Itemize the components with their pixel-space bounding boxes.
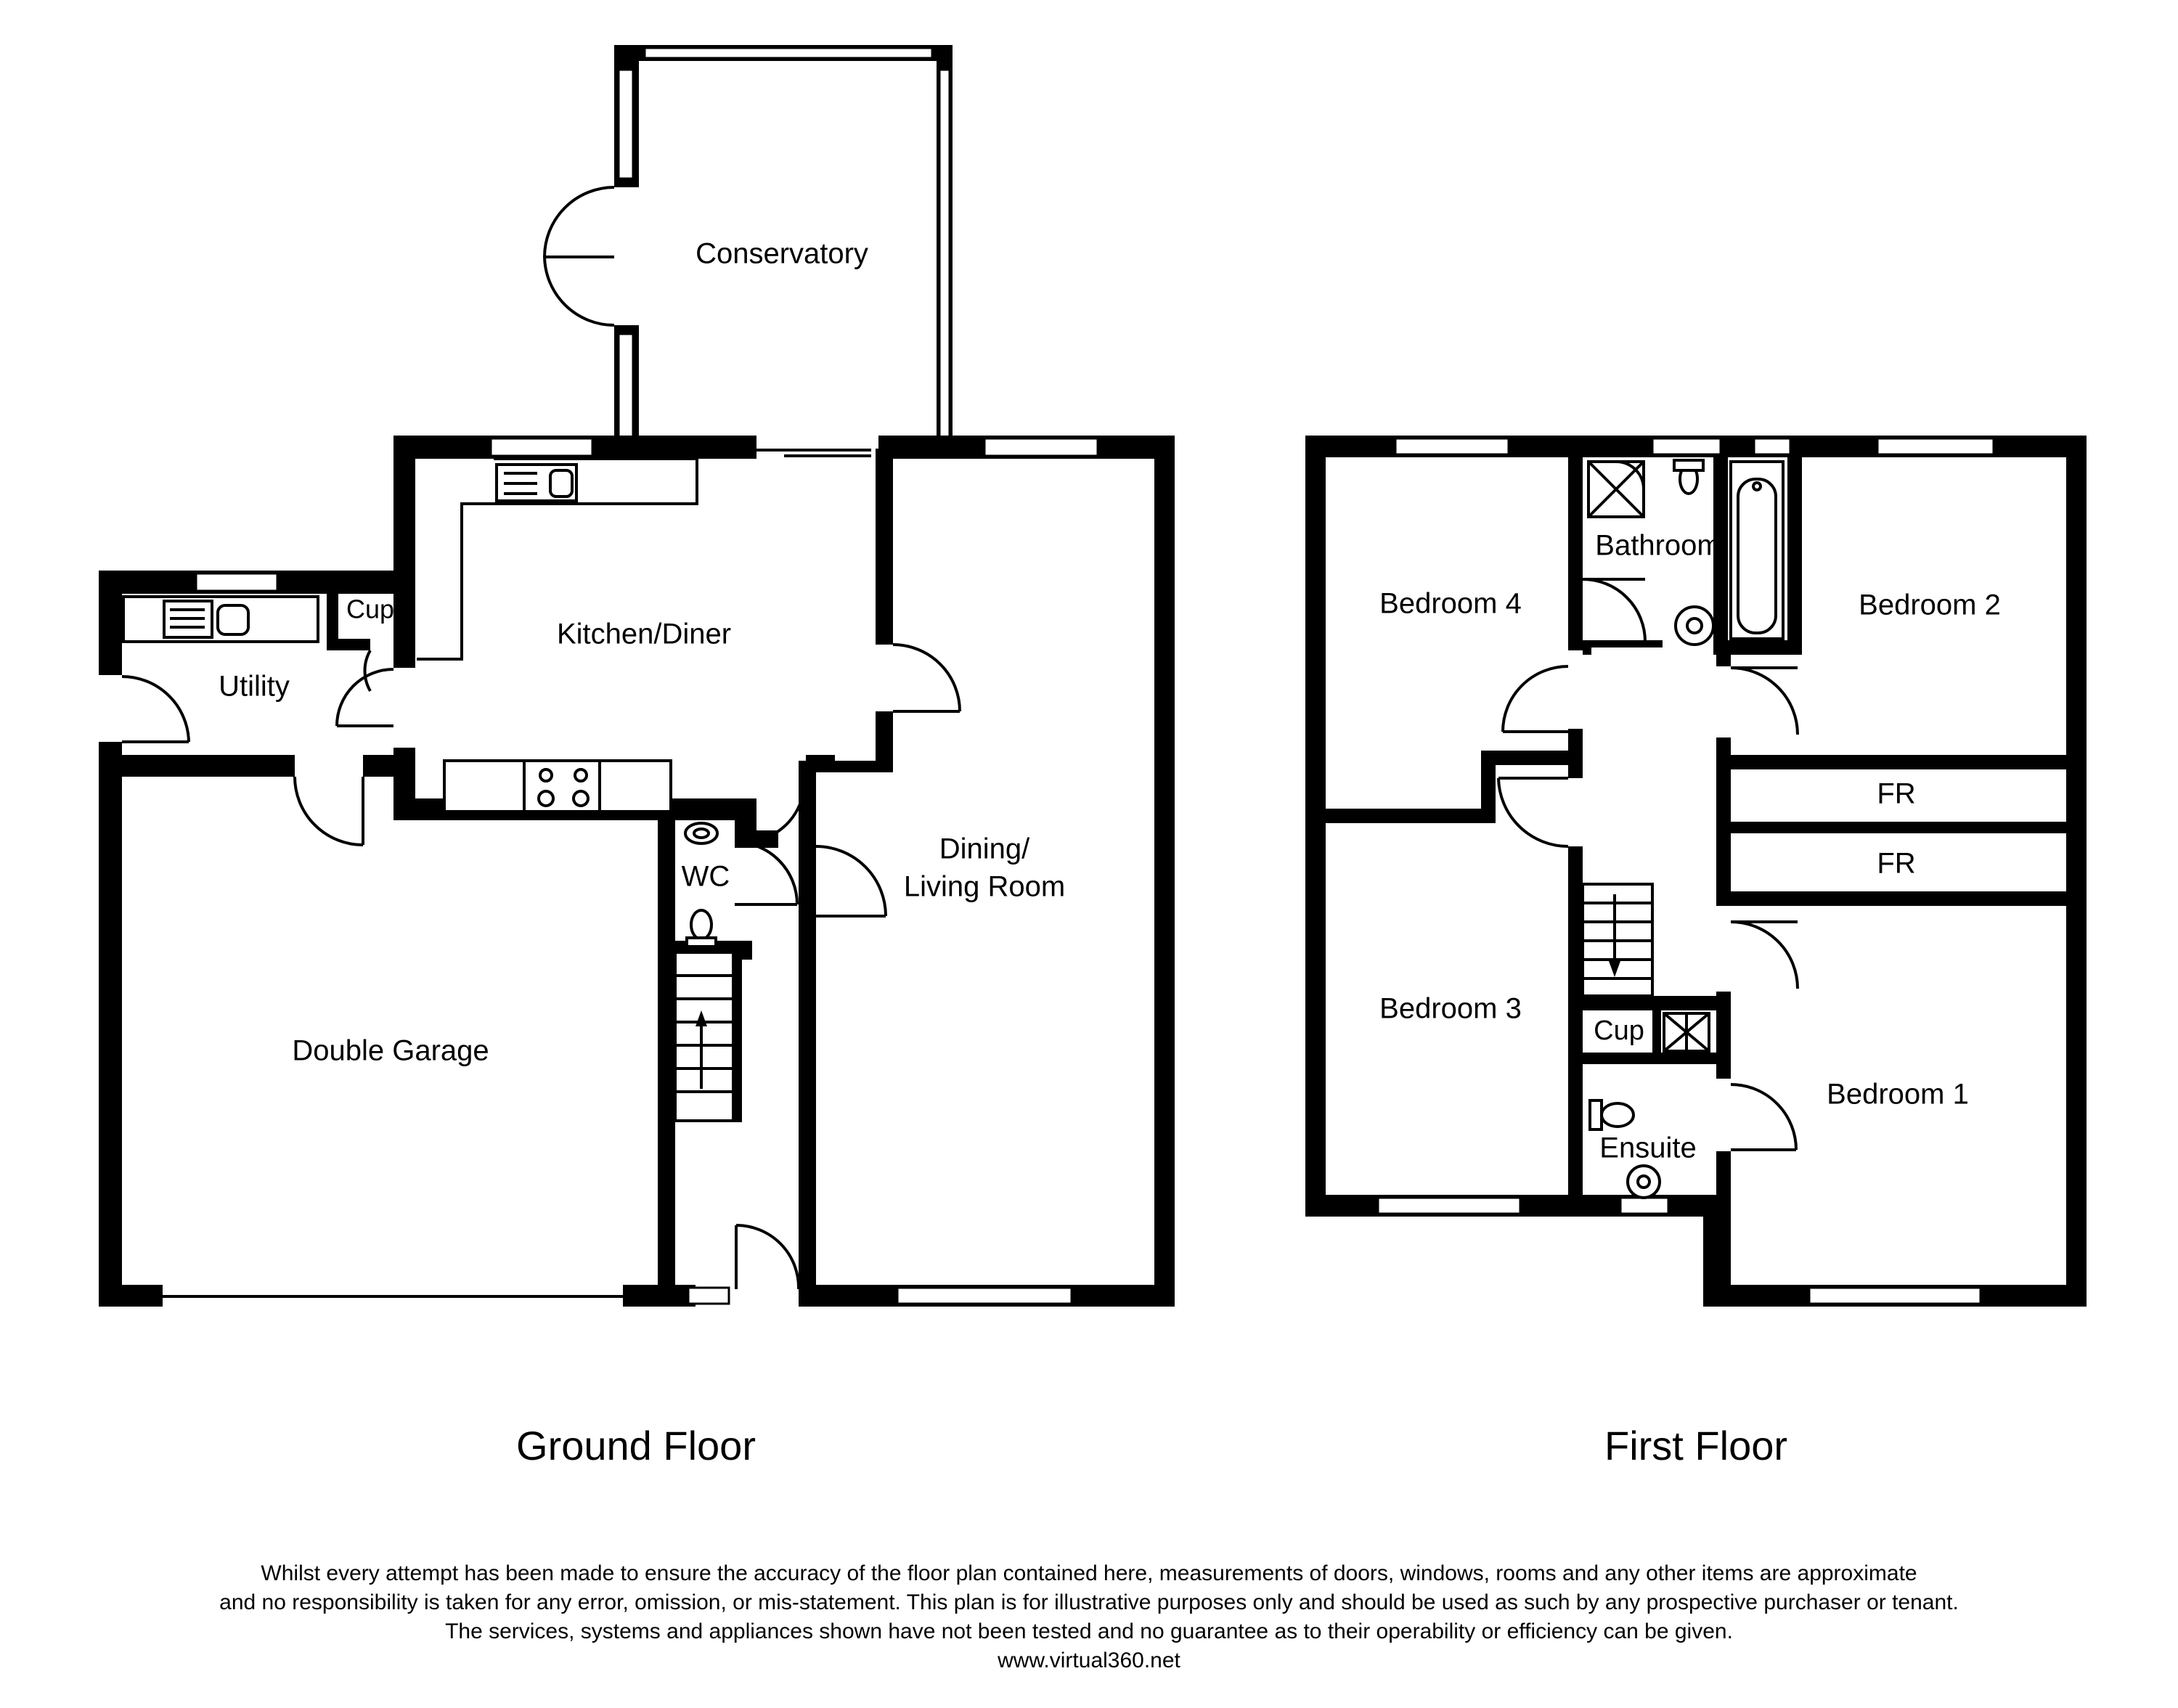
bedroom-2-label: Bedroom 2 [1859, 589, 2001, 621]
dining-living-structure [799, 436, 1175, 1307]
first-floor-title: First Floor [1604, 1423, 1787, 1468]
kitchen-diner-structure [335, 436, 871, 820]
bedroom-1-ensuite-structure [1581, 883, 1799, 1288]
ground-floor-labels: Conservatory Kitchen/Diner Utility Cup W… [219, 238, 1065, 1468]
utility-label: Utility [219, 671, 290, 703]
bathroom-label: Bathroom [1595, 530, 1721, 562]
bedroom-2-fr-structure [1716, 653, 2066, 906]
cup-first-label: Cup [1594, 1016, 1644, 1046]
website-link[interactable]: www.virtual360.net [998, 1648, 1180, 1672]
disclaimer: Whilst every attempt has been made to en… [0, 1559, 2178, 1675]
kitchen-diner-label: Kitchen/Diner [557, 618, 731, 650]
ground-floor-title: Ground Floor [516, 1423, 756, 1468]
cup-ground-label: Cup [346, 594, 394, 624]
dining-label-line2: Living Room [904, 871, 1065, 903]
wc-label: WC [682, 861, 730, 893]
first-floor-labels: Bedroom 4 Bathroom Bedroom 2 FR FR Bedro… [1379, 530, 2001, 1468]
double-garage-label: Double Garage [292, 1035, 489, 1067]
hall-wc-stairs-structure [674, 761, 893, 1307]
fr-bottom-label: FR [1877, 848, 1915, 880]
bedroom-3-label: Bedroom 3 [1379, 993, 1522, 1025]
ensuite-label: Ensuite [1599, 1132, 1696, 1164]
bathroom-structure [1582, 457, 1802, 655]
conservatory-structure [543, 45, 953, 450]
first-floor-outer-walls [1305, 436, 2087, 1307]
bedroom-1-label: Bedroom 1 [1827, 1079, 1969, 1111]
conservatory-label: Conservatory [696, 238, 868, 270]
disclaimer-line-1: Whilst every attempt has been made to en… [261, 1561, 1917, 1585]
dining-label-line1: Dining/ [939, 833, 1030, 865]
disclaimer-line-3: The services, systems and appliances sho… [445, 1619, 1733, 1643]
fr-top-label: FR [1877, 778, 1915, 810]
bedrooms-3-4-structure [1326, 457, 1583, 1195]
ground-floor-plan: Conservatory Kitchen/Diner Utility Cup W… [99, 45, 1175, 1468]
first-floor-plan: Bedroom 4 Bathroom Bedroom 2 FR FR Bedro… [1305, 436, 2087, 1468]
double-garage-structure [99, 755, 696, 1307]
bedroom-4-label: Bedroom 4 [1379, 588, 1522, 620]
disclaimer-line-2: and no responsibility is taken for any e… [219, 1590, 1959, 1614]
